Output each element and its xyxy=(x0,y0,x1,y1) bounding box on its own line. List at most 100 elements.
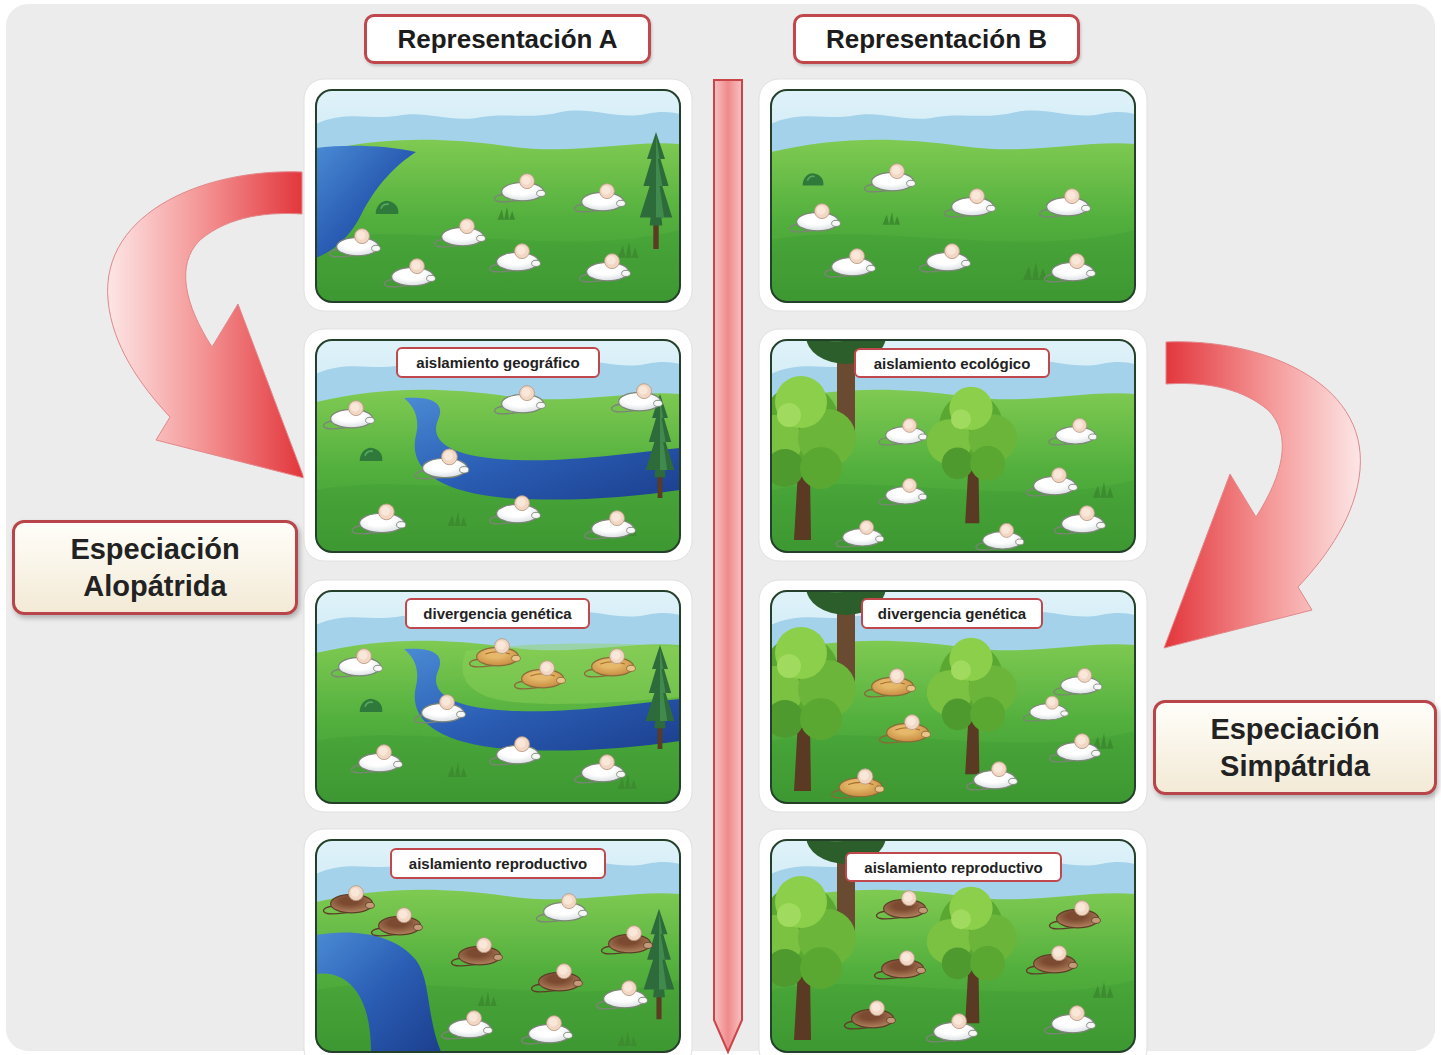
landscape-panel-part xyxy=(771,90,1135,302)
landscape-panel-part-part xyxy=(640,132,672,249)
landscape-panel-part-part xyxy=(597,981,648,1009)
panel-frame-part xyxy=(304,79,692,311)
landscape-panel-part-part xyxy=(1024,696,1069,721)
landscape-panel xyxy=(748,808,1135,1052)
landscape-panel-part-part xyxy=(879,418,927,445)
landscape-panel-part-part xyxy=(435,219,486,247)
landscape-panel-part-part xyxy=(1027,946,1078,974)
landscape-panel-part-part xyxy=(490,737,541,765)
stage-label: divergencia genética xyxy=(861,598,1043,629)
landscape-panel-part-part xyxy=(316,591,680,803)
landscape-panel-part-part xyxy=(976,523,1024,550)
landscape-panel-part-part xyxy=(927,887,1017,1024)
box-text: Especiación Simpátrida xyxy=(1174,711,1416,784)
landscape-panel-part xyxy=(316,90,680,302)
heading-box: Representación A xyxy=(364,14,651,64)
landscape-panel-part-part xyxy=(442,1011,493,1039)
landscape-panel-part-part xyxy=(1045,1006,1096,1034)
stage-label: aislamiento ecológico xyxy=(854,348,1050,378)
landscape-panel-part xyxy=(316,90,680,302)
landscape-panel-part xyxy=(316,340,680,552)
landscape-panel-part-part xyxy=(771,376,856,540)
landscape-panel-part-part xyxy=(644,909,675,1020)
landscape-panel-part-part xyxy=(537,894,588,922)
landscape-panel-part-part xyxy=(927,1014,978,1042)
box-text: aislamiento geográfico xyxy=(416,354,579,371)
landscape-panel-part xyxy=(316,840,680,1052)
landscape-panel-part-part xyxy=(1040,189,1091,217)
landscape-panel-part-part xyxy=(865,164,916,192)
stage-label: aislamiento reproductivo xyxy=(845,852,1062,882)
landscape-panel-part-part xyxy=(490,244,541,272)
landscape-panel-part-part xyxy=(1023,262,1047,280)
stage-label: aislamiento geográfico xyxy=(396,347,600,378)
landscape-panel-part-part xyxy=(790,204,841,232)
landscape-panel-part-part xyxy=(490,496,541,524)
box-text: Representación B xyxy=(826,24,1047,55)
landscape-panel-part-part xyxy=(332,649,383,677)
curved-arrow xyxy=(1164,342,1360,648)
landscape-panel-part-part xyxy=(612,384,663,412)
landscape-panel xyxy=(316,340,680,552)
landscape-panel-part-part xyxy=(448,512,467,526)
box-text: Representación A xyxy=(397,24,617,55)
process-label: Especiación Alopátrida xyxy=(12,520,298,615)
landscape-panel-part xyxy=(771,90,1135,302)
panel-frame-part xyxy=(304,580,692,812)
landscape-panel-part-part xyxy=(618,1032,637,1046)
panel-frame-part xyxy=(304,329,692,561)
landscape-panel-part xyxy=(771,340,1135,552)
stage-label: divergencia genética xyxy=(405,598,590,629)
panel-frame-part xyxy=(304,829,692,1055)
landscape-panel-part-part xyxy=(585,511,636,539)
landscape-panel-part-part xyxy=(452,938,503,966)
landscape-panel-part-part xyxy=(497,207,515,220)
landscape-panel-part-part xyxy=(920,244,971,272)
landscape-panel-part-part xyxy=(771,90,1135,302)
landscape-panel-part xyxy=(316,591,680,803)
landscape-panel-part-part xyxy=(415,695,466,723)
box-text: Especiación Alopátrida xyxy=(33,531,277,604)
landscape-panel xyxy=(748,308,1135,552)
landscape-panel-part-part xyxy=(316,146,416,258)
landscape-panel xyxy=(316,591,680,803)
landscape-panel-part-part xyxy=(865,669,916,697)
landscape-panel-part xyxy=(316,340,680,552)
box-text: aislamiento ecológico xyxy=(874,355,1031,372)
landscape-panel-part-part xyxy=(618,242,639,258)
landscape-panel-part-part xyxy=(1054,668,1102,695)
landscape-panel-part-part xyxy=(495,174,546,202)
landscape-panel-part xyxy=(771,591,1135,803)
landscape-panel-part-part xyxy=(515,661,566,689)
landscape-panel xyxy=(771,90,1135,302)
landscape-panel-part-part xyxy=(836,520,884,547)
box-text: divergencia genética xyxy=(878,605,1026,622)
landscape-panel-part-part xyxy=(1027,468,1078,496)
landscape-panel-part-part xyxy=(877,891,928,919)
landscape-panel-part-part xyxy=(1050,734,1101,762)
landscape-panel-part-part xyxy=(585,649,636,677)
landscape-panel-part-part xyxy=(316,840,680,1052)
landscape-panel-part xyxy=(316,840,680,1052)
landscape-panel-part xyxy=(771,840,1135,1052)
landscape-panel-part xyxy=(771,840,1135,1052)
time-arrow xyxy=(714,80,742,1052)
landscape-panel-part-part xyxy=(324,401,375,429)
landscape-panel xyxy=(316,840,680,1052)
landscape-panel-part-part xyxy=(882,212,900,225)
landscape-panel-part xyxy=(771,340,1135,552)
landscape-panel-part-part xyxy=(360,448,383,461)
landscape-panel-part-part xyxy=(771,876,856,1040)
landscape-panel-part-part xyxy=(415,449,469,479)
landscape-panel xyxy=(316,90,680,302)
landscape-panel-part-part xyxy=(803,173,824,185)
landscape-panel-part-part xyxy=(879,478,927,505)
landscape-panel-part-part xyxy=(532,964,583,992)
landscape-panel-part-part xyxy=(330,229,381,257)
box-text: divergencia genética xyxy=(423,605,571,622)
landscape-panel-part-part xyxy=(825,249,876,277)
landscape-panel-part-part xyxy=(771,627,856,791)
landscape-panel-part-part xyxy=(1093,482,1114,498)
landscape-panel-part-part xyxy=(927,638,1017,775)
